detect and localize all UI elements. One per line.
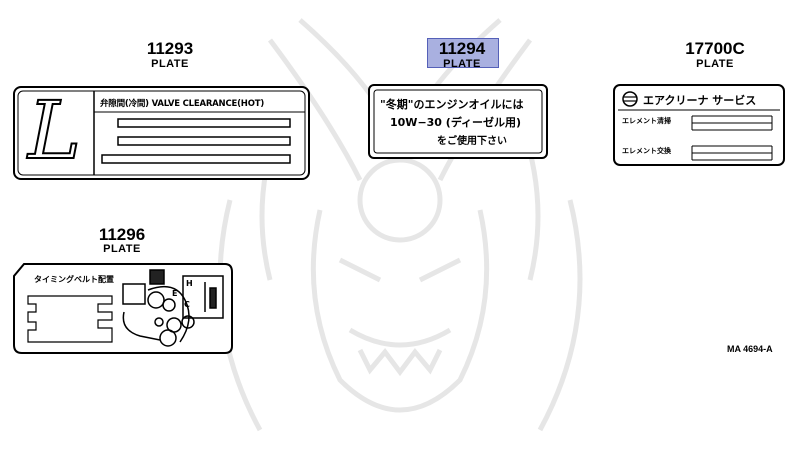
part-sub-11296: PLATE (103, 243, 141, 255)
plate-11293-letter: L (27, 84, 82, 177)
plate-17700c-row1: エレメント清掃 (622, 117, 671, 125)
highlight-box-11294[interactable] (427, 38, 499, 68)
part-sub-17700c: PLATE (696, 58, 734, 70)
plate-11294[interactable] (368, 84, 548, 159)
part-number-11294[interactable]: 11294 (438, 39, 486, 58)
plate-11294-line3: をご使用下さい (437, 136, 507, 147)
plate-11294-line1: "冬期"のエンジンオイルには (380, 98, 524, 111)
diagram-reference-code: MA 4694-A (727, 344, 773, 354)
watermark-emblem (217, 18, 583, 432)
plate-17700c[interactable] (613, 84, 785, 166)
plate-11296[interactable] (13, 263, 233, 354)
timing-belt-diagram (122, 269, 224, 347)
part-number-17700c[interactable]: 17700C (685, 39, 745, 58)
plate-17700c-header: エアクリーナ サービス (643, 94, 757, 107)
plate-11296-letter-c: C (184, 300, 190, 309)
part-sub-11294: PLATE (443, 58, 481, 70)
part-number-11296[interactable]: 11296 (98, 225, 146, 244)
part-number-11293[interactable]: 11293 (146, 39, 194, 58)
plate-11294-line2: 10W−30 (ディーゼル用) (390, 116, 522, 129)
plate-11296-letter-h: H (186, 279, 193, 288)
part-sub-11293: PLATE (151, 58, 189, 70)
plate-11293-header: 弁隙間(冷間) VALVE CLEARANCE(HOT) (100, 99, 265, 109)
plate-11296-header: タイミングベルト配置 (34, 275, 114, 284)
plate-11296-letter-e: E (172, 289, 178, 298)
plate-11293[interactable] (13, 86, 310, 180)
filter-icon (622, 91, 638, 107)
plate-17700c-row2: エレメント交換 (622, 147, 671, 155)
